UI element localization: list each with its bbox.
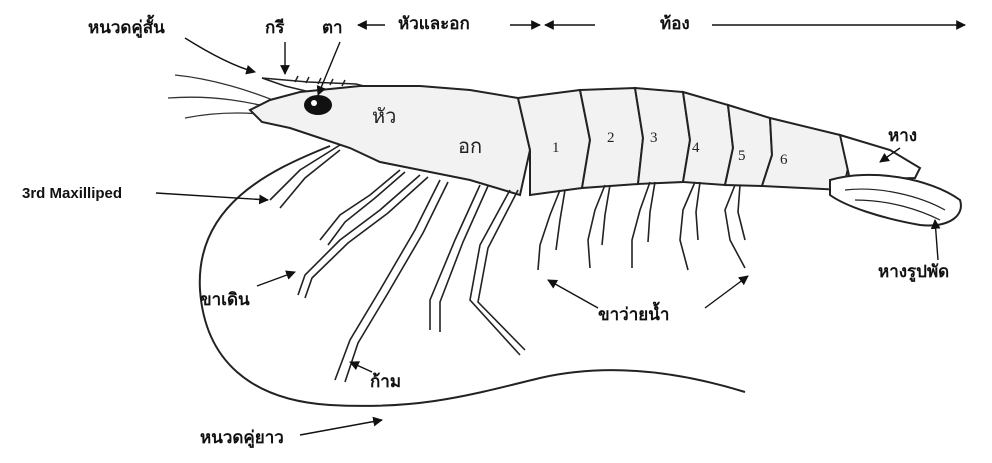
- segment-number: 5: [738, 148, 746, 165]
- label-long-antenna: หนวดคู่ยาว: [200, 428, 284, 448]
- label-swimming-legs: ขาว่ายน้ำ: [598, 305, 669, 325]
- label-cephalothorax: หัวและอก: [398, 14, 470, 34]
- label-third-maxilliped: 3rd Maxilliped: [22, 184, 122, 204]
- label-thorax: อก: [458, 130, 482, 162]
- label-tail: หาง: [888, 126, 917, 146]
- label-walking-legs: ขาเดิน: [200, 290, 250, 310]
- label-head: หัว: [372, 100, 396, 132]
- long-antenna-whip: [200, 146, 745, 406]
- segment-number: 1: [552, 140, 560, 157]
- label-short-antenna: หนวดคู่สั้น: [88, 18, 165, 38]
- label-eye: ตา: [322, 18, 343, 38]
- segment-number: 6: [780, 152, 788, 169]
- segment-number: 2: [607, 130, 615, 147]
- label-abdomen: ท้อง: [660, 14, 690, 34]
- segment-number: 3: [650, 130, 658, 147]
- label-rostrum: กรี: [265, 18, 284, 38]
- segment-number: 4: [692, 140, 700, 157]
- abdomen-segments: [518, 88, 850, 195]
- swimming-legs: [538, 182, 745, 270]
- eye-shape: [304, 95, 332, 115]
- label-claw: ก้าม: [370, 372, 401, 392]
- tail-fan-shape: [830, 135, 961, 225]
- label-tail-fan: หางรูปพัด: [878, 262, 949, 282]
